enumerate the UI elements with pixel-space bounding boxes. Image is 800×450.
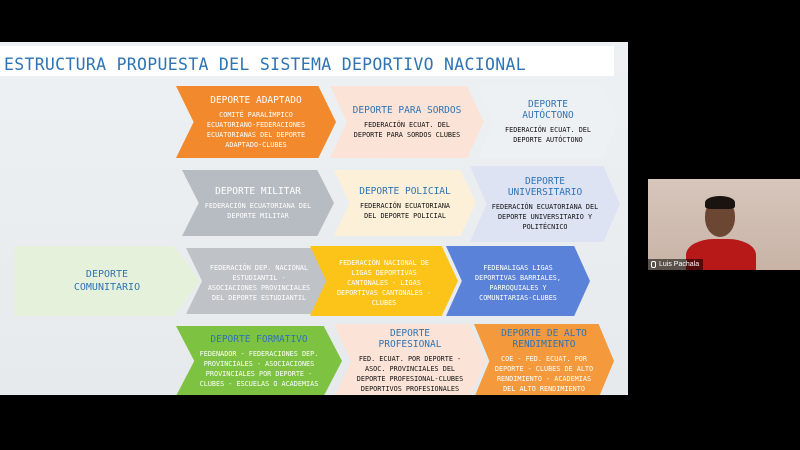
shape-heading: DEPORTE ADAPTADO — [210, 94, 302, 106]
microphone-icon — [651, 261, 656, 268]
shape-heading: DEPORTE POLICIAL — [359, 185, 451, 197]
deporte-para-sordos-chevron: DEPORTE PARA SORDOS FEDERACIÓN ECUAT. DE… — [330, 86, 484, 158]
shape-body: FEDERACIÓN ECUATORIANA DEL DEPORTE POLIC… — [359, 201, 451, 220]
deporte-autoctono-chevron: DEPORTE AUTÓCTONO FEDERACIÓN ECUAT. DEL … — [478, 86, 618, 158]
shape-heading: DEPORTE MILITAR — [215, 185, 301, 197]
shape-body: FED. ECUAT. POR DEPORTE - ASOC. PROVINCI… — [356, 355, 464, 393]
title-bar: ESTRUCTURA PROPUESTA DEL SISTEMA DEPORTI… — [0, 46, 614, 76]
shape-heading: DEPORTE COMUNITARIO — [73, 269, 141, 293]
shape-body: FEDERACIÓN ECUAT. DEL DEPORTE AUTÓCTONO — [505, 126, 591, 144]
shape-body: FEDENALIGAS LIGAS DEPORTIVAS BARRIALES, … — [475, 264, 561, 302]
fedenaligas-chevron: FEDENALIGAS LIGAS DEPORTIVAS BARRIALES, … — [446, 246, 590, 316]
deporte-estudiantil-chevron: FEDERACIÓN DEP. NACIONAL ESTUDIANTIL - A… — [186, 248, 332, 314]
shape-body: FEDERACIÓN ECUATORIANA DEL DEPORTE UNIVE… — [491, 203, 599, 231]
shape-heading: DEPORTE UNIVERSITARIO — [507, 176, 583, 198]
participant-name: Luis Pachala — [659, 261, 700, 268]
participant-name-tag: Luis Pachala — [648, 259, 704, 270]
deporte-policial-chevron: DEPORTE POLICIAL FEDERACIÓN ECUATORIANA … — [334, 170, 476, 236]
slide-title: ESTRUCTURA PROPUESTA DEL SISTEMA DEPORTI… — [4, 55, 526, 74]
presentation-slide: ESTRUCTURA PROPUESTA DEL SISTEMA DEPORTI… — [0, 42, 628, 395]
shape-heading: DEPORTE PROFESIONAL — [378, 328, 442, 350]
deporte-formativo-chevron: DEPORTE FORMATIVO FEDENADOR - FEDERACION… — [176, 326, 342, 395]
deporte-alto-rendimiento-chevron: DEPORTE DE ALTO RENDIMIENTO COE - FED. E… — [474, 324, 614, 395]
shape-heading: DEPORTE AUTÓCTONO — [522, 99, 574, 121]
deporte-comunitario-pentagon: DEPORTE COMUNITARIO — [14, 246, 200, 316]
shape-body: FEDERACIÓN DEP. NACIONAL ESTUDIANTIL - A… — [207, 264, 311, 302]
shape-body: FEDERACIÓN ECUAT. DEL DEPORTE PARA SORDO… — [353, 120, 461, 139]
ligas-cantonales-chevron: FEDERACIÓN NACIONAL DE LIGAS DEPORTIVAS … — [310, 246, 458, 316]
shape-body: COE - FED. ECUAT. POR DEPORTE - CLUBES D… — [494, 355, 594, 393]
shape-body: COMITÉ PARALÍMPICO ECUATORIANO-FEDERACIO… — [206, 110, 306, 149]
shape-body: FEDERACIÓN ECUATORIANA DEL DEPORTE MILIT… — [204, 201, 312, 220]
deporte-adaptado-chevron: DEPORTE ADAPTADO COMITÉ PARALÍMPICO ECUA… — [176, 86, 336, 158]
deporte-militar-chevron: DEPORTE MILITAR FEDERACIÓN ECUATORIANA D… — [182, 170, 334, 236]
shape-heading: DEPORTE FORMATIVO — [210, 333, 308, 345]
deporte-universitario-chevron: DEPORTE UNIVERSITARIO FEDERACIÓN ECUATOR… — [470, 166, 620, 242]
shape-body: FEDERACIÓN NACIONAL DE LIGAS DEPORTIVAS … — [336, 259, 432, 307]
shape-heading: DEPORTE DE ALTO RENDIMIENTO — [501, 328, 587, 350]
deporte-profesional-chevron: DEPORTE PROFESIONAL FED. ECUAT. POR DEPO… — [334, 324, 486, 395]
participant-video-tile[interactable]: Luis Pachala — [648, 179, 800, 270]
shape-heading: DEPORTE PARA SORDOS — [352, 104, 462, 116]
shape-body: FEDENADOR - FEDERACIONES DEP. PROVINCIAL… — [199, 349, 319, 388]
participant-hair — [705, 196, 735, 209]
